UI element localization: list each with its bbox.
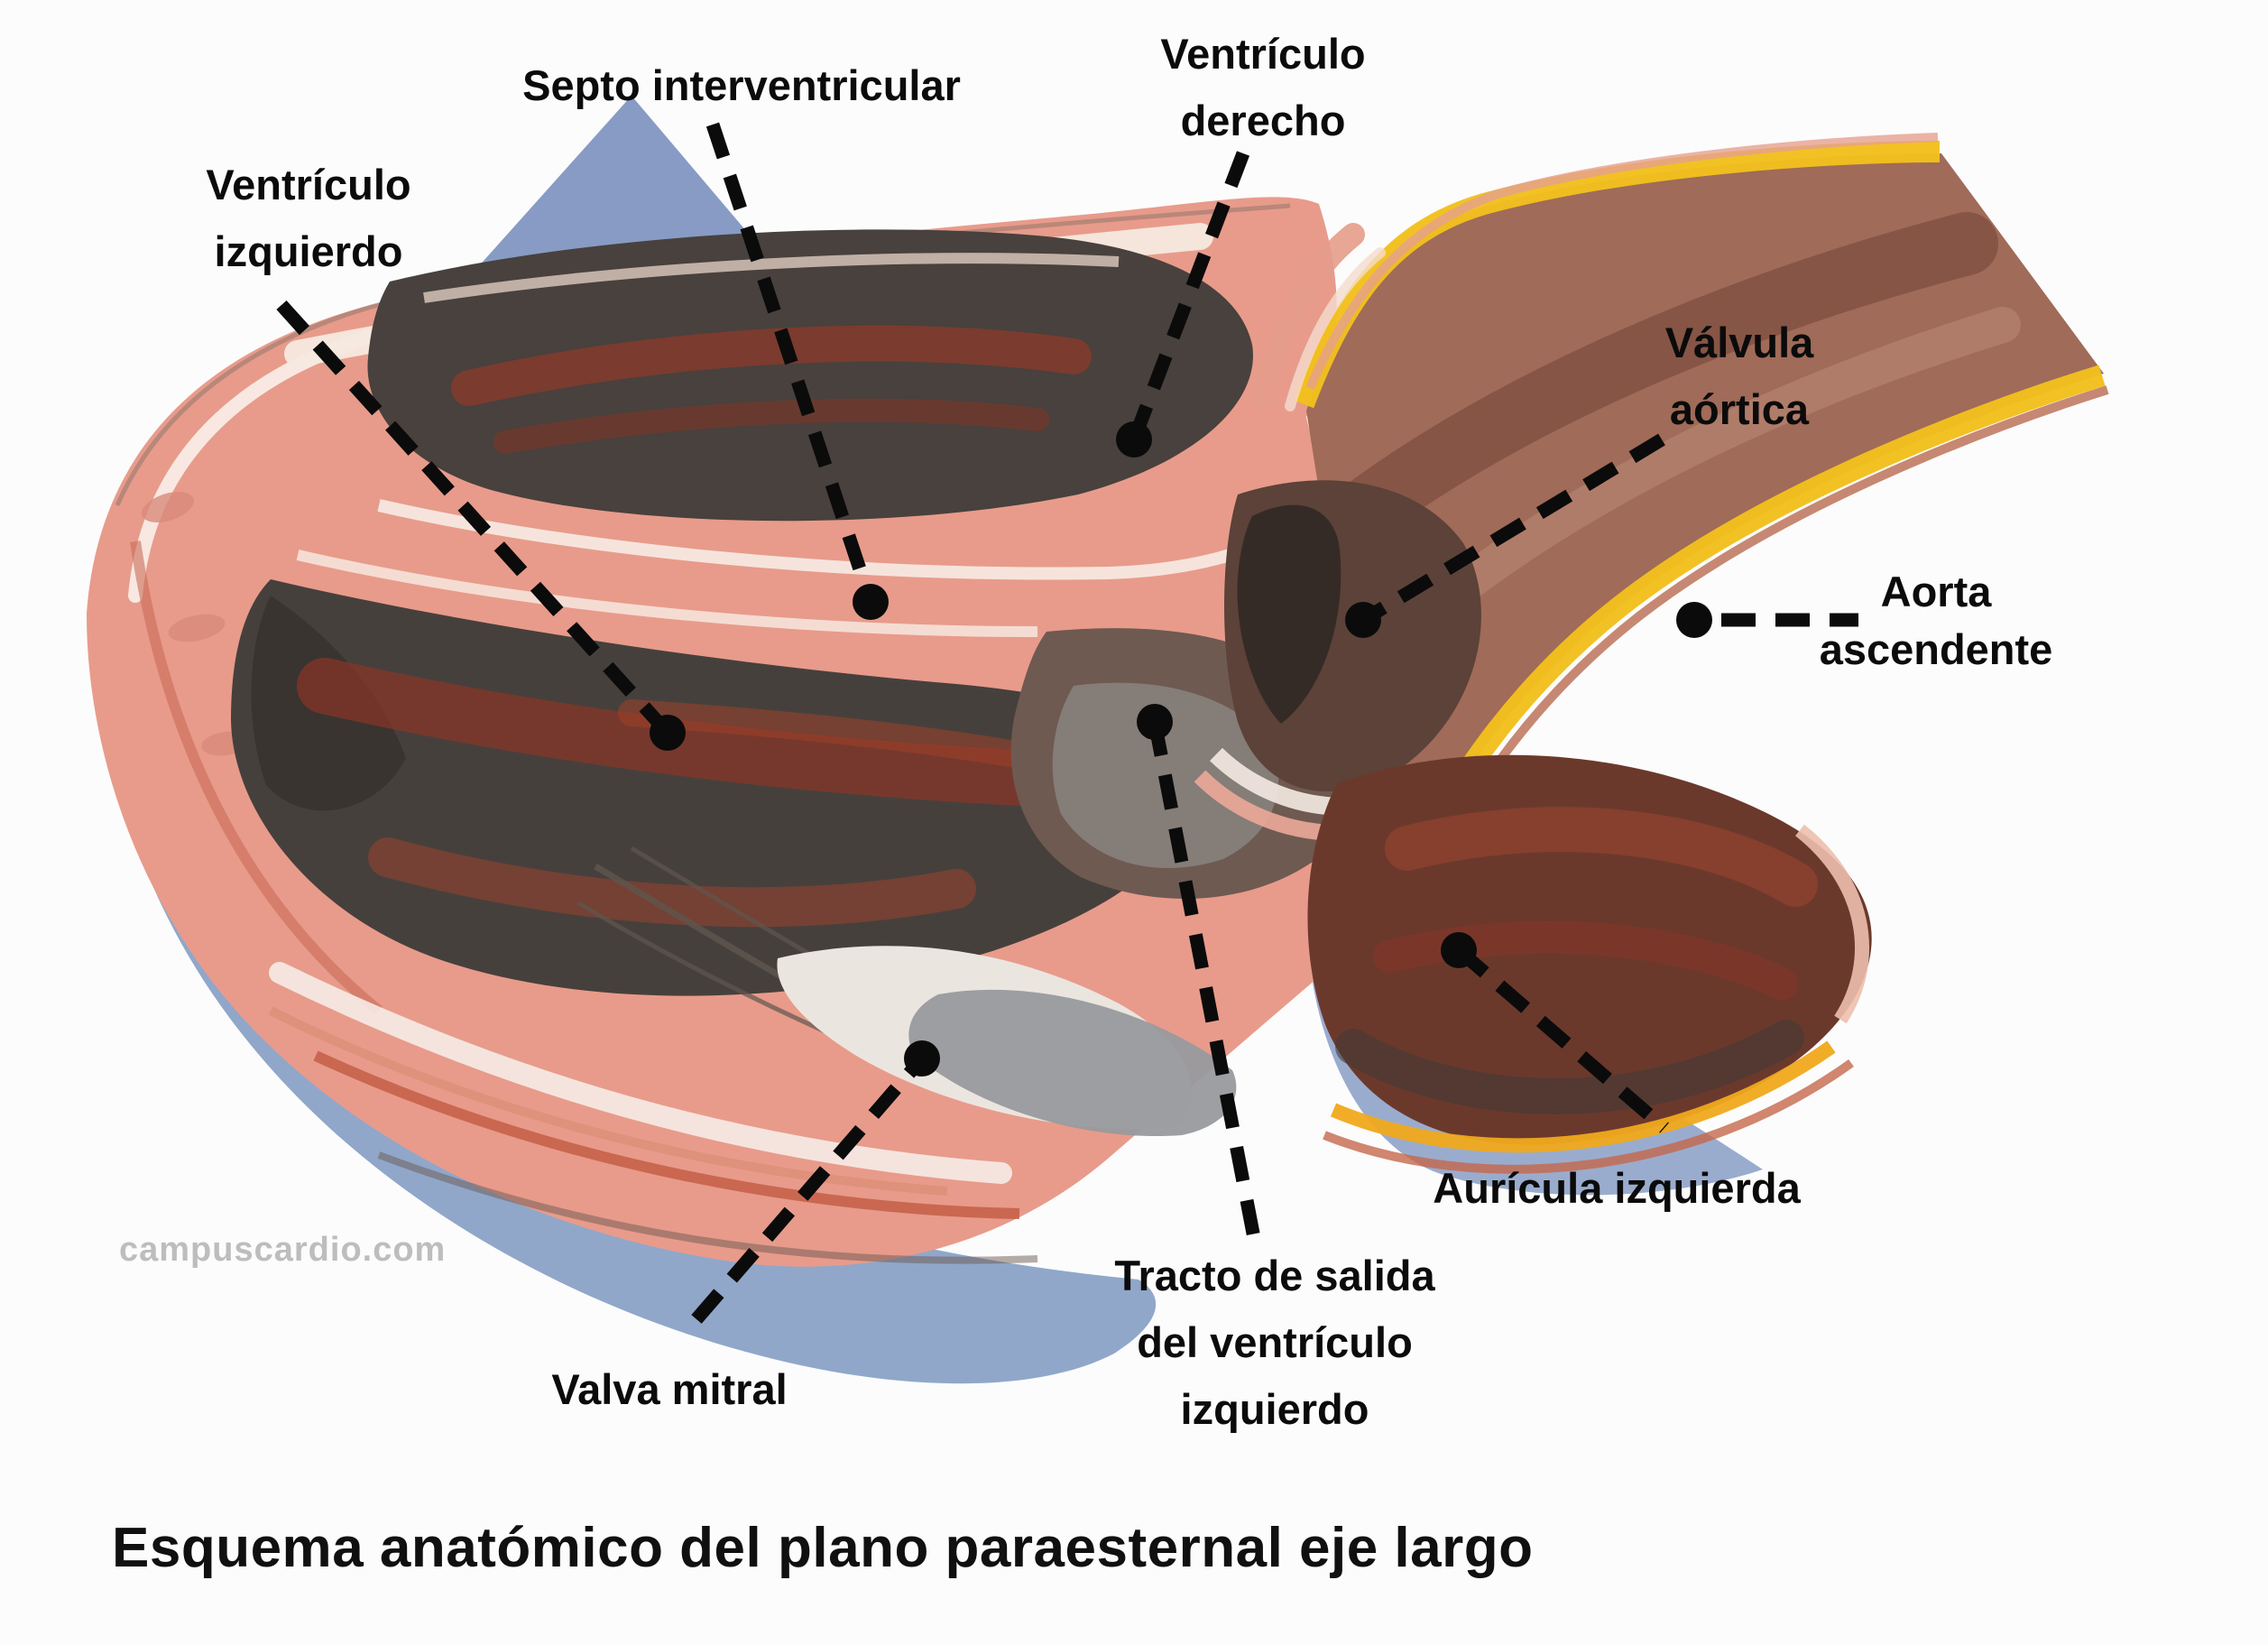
la-dark-bottom-shade: [1335, 1020, 1804, 1114]
label-line: Ventrículo: [206, 161, 411, 208]
posterior-red-streak: [313, 1050, 1020, 1219]
figure-caption-title: Esquema anatómico del plano paraesternal…: [112, 1517, 1534, 1579]
mitral-leaflet-gray: [908, 989, 1237, 1137]
leader-line: [1454, 945, 1669, 1133]
label-line: izquierdo: [214, 227, 403, 275]
wall-texture-spot: [168, 614, 226, 642]
label-ventriculo-derecho: Ventrículo derecho: [1160, 21, 1365, 154]
label-tracto-de-salida: Tracto de salida del ventrículo izquierd…: [1114, 1243, 1434, 1443]
label-valvula-aortica: Válvula aórtica: [1665, 310, 1814, 443]
rv-top-white-sliver: [423, 253, 1120, 303]
leader-dot: [1441, 932, 1477, 968]
septum-bottom-edge: [296, 550, 1038, 637]
label-line: Septo interventricular: [522, 61, 961, 109]
label-line: Válvula: [1664, 319, 1814, 366]
leader-dot: [1116, 421, 1152, 457]
lv-red-streak: [297, 658, 1047, 806]
left-ventricle: [231, 579, 1194, 1040]
label-auricula-izquierda: Aurícula izquierda: [1433, 1155, 1800, 1222]
label-line: derecho: [1180, 97, 1346, 144]
mitral-valve: [777, 946, 1237, 1137]
leader-line: [1360, 433, 1665, 626]
aorta-root-junction-highlight: [1285, 247, 1386, 411]
leader-dot: [1345, 602, 1381, 638]
la-red-outer-rim: [1323, 1058, 1854, 1174]
leader-valva-mitral: [691, 1040, 940, 1324]
interventricular-septum: [296, 499, 1295, 637]
posterior-orange-streak: [268, 1006, 948, 1196]
label-aorta-ascendente: Aorta ascendente: [1820, 563, 2053, 679]
aorta-root-junction-streak: [1251, 223, 1365, 409]
aorta-top-pink-rim: [1305, 133, 1939, 391]
label-line: Ventrículo: [1160, 30, 1366, 78]
posterior-dark-edge: [377, 1151, 1038, 1264]
leader-line: [691, 1054, 927, 1324]
leader-ventriculo-derecho: [1116, 151, 1250, 457]
leader-dot: [650, 715, 686, 751]
aortic-valve-dark-crescent: [1237, 504, 1341, 724]
leader-line: [276, 300, 673, 738]
label-line: izquierdo: [1180, 1385, 1369, 1433]
wall-texture-spot: [142, 491, 194, 523]
leader-line: [1127, 151, 1250, 442]
label-line: Aorta: [1880, 568, 1992, 615]
leader-dot: [1676, 602, 1712, 638]
watermark-campuscardio: campuscardio.com: [119, 1231, 447, 1269]
rv-red-streak: [451, 325, 1092, 406]
rv-red-streak-2: [493, 398, 1049, 454]
label-line: Tracto de salida: [1114, 1252, 1435, 1299]
label-line: aórtica: [1669, 385, 1810, 433]
leader-line: [705, 122, 878, 605]
label-valva-mitral: Valva mitral: [551, 1356, 787, 1423]
ascending-aorta: [1251, 133, 2109, 915]
leader-tracto-de-salida: [1137, 704, 1261, 1240]
leader-valvula-aortica: [1345, 433, 1665, 638]
label-line: Valva mitral: [551, 1365, 788, 1413]
label-line: ascendente: [1819, 625, 2053, 673]
chorda-tendinea: [576, 900, 841, 1040]
label-ventriculo-izquierdo: Ventrículo izquierdo: [206, 152, 410, 285]
posterior-white-streak: [269, 962, 1012, 1184]
leader-aorta-ascendente: [1676, 602, 1858, 638]
aorta-inner-dark-streak: [1340, 212, 1998, 537]
label-septo-interventricular: Septo interventricular: [522, 52, 961, 119]
leader-dot: [904, 1040, 940, 1077]
lv-red-streak-2: [368, 837, 976, 928]
label-line: del ventrículo: [1137, 1318, 1413, 1366]
leader-ventriculo-izquierdo: [276, 300, 686, 751]
label-line: Aurícula izquierda: [1433, 1164, 1801, 1212]
septum-top-edge: [377, 499, 1295, 580]
left-wall-red-arc: [130, 541, 383, 1015]
left-atrium: [1307, 754, 1872, 1174]
posterior-wall: [268, 962, 1038, 1264]
lv-red-streak-3: [618, 699, 1024, 767]
leader-dot: [853, 584, 889, 620]
leader-auricula-izquierda: [1441, 932, 1669, 1133]
la-red-streak: [1385, 807, 1818, 907]
la-yellow-bottom-rim: [1330, 1040, 1836, 1153]
rv-cavity: [367, 229, 1253, 522]
leader-septo-interventricular: [705, 122, 889, 620]
leader-line: [1148, 720, 1261, 1240]
leader-dot: [1137, 704, 1173, 740]
right-ventricle: [367, 229, 1253, 522]
la-pink-rim-right: [1795, 824, 1870, 1024]
